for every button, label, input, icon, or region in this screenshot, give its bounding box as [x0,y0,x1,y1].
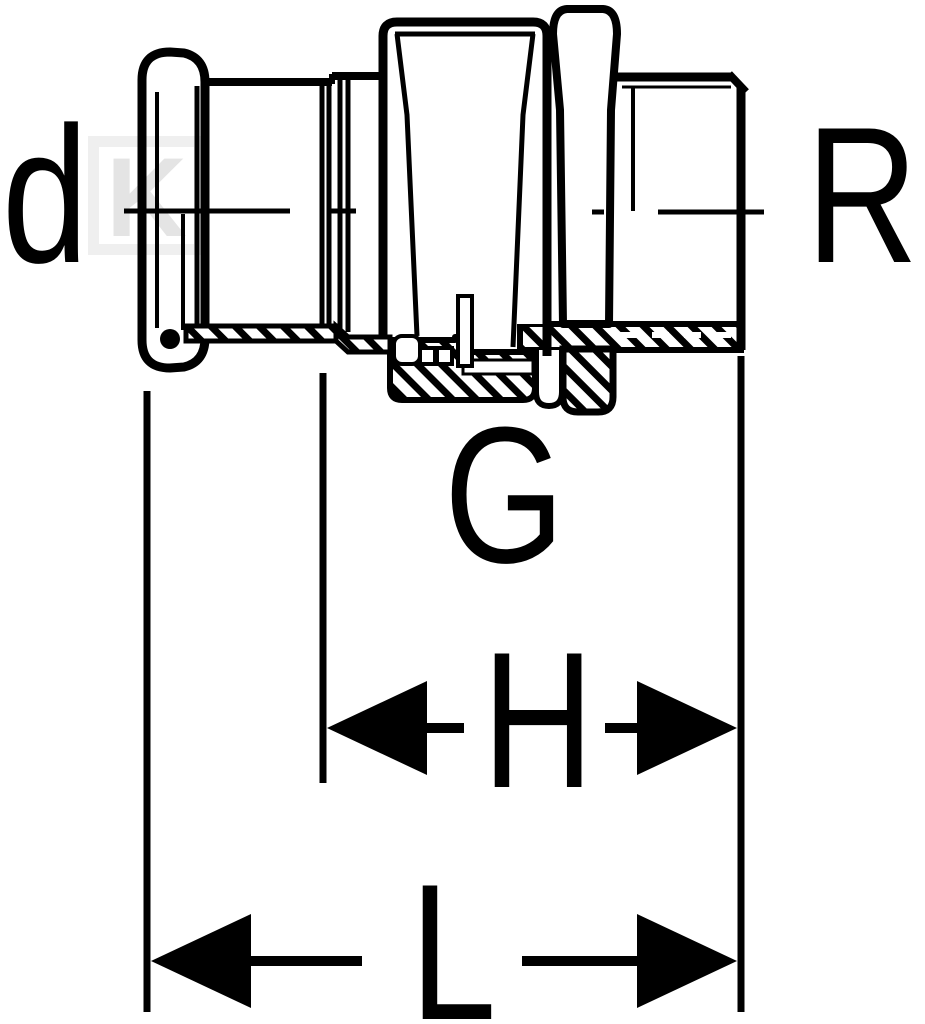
dimension-h [327,681,737,775]
press-socket-body [203,72,383,338]
arrowhead-right [637,914,737,1008]
centerline [124,208,764,215]
label-dim-h: H [482,612,595,829]
thread-section-square [435,346,454,366]
socket-wall-section [160,320,393,355]
male-thread-body [517,71,749,353]
nut-hex-edge-right [510,33,536,348]
label-pipe-diameter: d [2,87,89,304]
arrowhead-right [637,681,737,775]
thread-dashes [620,332,731,338]
dimension-l [151,914,737,1008]
label-union-thread: G [444,387,565,604]
hex-tooth-section [559,345,617,416]
union-nut [378,17,552,403]
nut-outline [378,17,552,356]
oring-groove-section [392,334,422,366]
insert-hexagon [549,5,621,328]
arrowhead-left [327,681,427,775]
extension-lines [143,356,745,1012]
oring-dot [160,329,180,349]
nut-hex-edge-left [394,33,420,337]
label-dim-l: L [410,844,497,1024]
thread-section-square [418,346,437,366]
joint-gap-channel [456,294,474,368]
label-male-thread: R [806,87,919,304]
arrowhead-left [151,914,251,1008]
